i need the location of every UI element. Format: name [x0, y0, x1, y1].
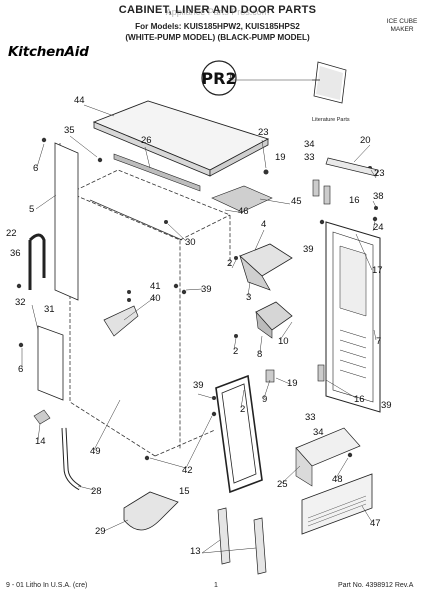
callout-c42: 42 — [182, 465, 193, 476]
callout-c34a: 34 — [304, 139, 315, 150]
callout-c48: 48 — [332, 474, 343, 485]
callout-c39c: 39 — [303, 244, 314, 255]
callout-c46: 46 — [238, 206, 249, 217]
callout-c22: 22 — [6, 228, 17, 239]
variant-line: (WHITE-PUMP MODEL) (BLACK-PUMP MODEL) — [125, 33, 310, 42]
literature-label: Literature Parts — [312, 117, 350, 123]
callout-c33b: 33 — [305, 412, 316, 423]
callout-c44: 44 — [74, 95, 85, 106]
callout-c14: 14 — [35, 436, 46, 447]
callout-c38: 38 — [373, 191, 384, 202]
callout-c4: 4 — [261, 219, 266, 230]
cabinet-top-lid — [92, 100, 270, 177]
cabinet-liner — [59, 143, 231, 457]
callout-c26: 26 — [141, 135, 152, 146]
callout-c16a: 16 — [349, 195, 360, 206]
callout-c30: 30 — [185, 237, 196, 248]
models-line: For Models: KUIS185HPW2, KUIS185HPS2 — [135, 22, 300, 31]
callout-c16b: 16 — [354, 394, 365, 405]
callout-c3: 3 — [246, 292, 251, 303]
badge-text: PR2 — [201, 69, 236, 88]
product-type: ICE CUBE MAKER — [372, 18, 432, 34]
product-type-line1: ICE CUBE — [386, 18, 418, 25]
callout-c13: 13 — [190, 546, 201, 557]
pr2-badge: PR2 — [201, 60, 237, 96]
callout-c23b: 23 — [374, 168, 385, 179]
callout-c23a: 23 — [258, 127, 269, 138]
callout-c31: 31 — [44, 304, 55, 315]
footer-page-number: 1 — [214, 582, 218, 589]
callout-c25: 25 — [277, 479, 288, 490]
gasket-frame — [215, 374, 263, 494]
watermark: Appliance Parts Pros.com — [165, 7, 270, 17]
footer-litho: 9 - 01 Litho In U.S.A. (cre) — [6, 582, 88, 589]
callout-c49: 49 — [90, 446, 101, 457]
callout-c24: 24 — [373, 222, 384, 233]
callout-c35: 35 — [64, 125, 75, 136]
callout-c2a: 2 — [227, 258, 232, 269]
callout-c47: 47 — [370, 518, 381, 529]
callout-c19b: 19 — [287, 378, 298, 389]
callout-c28: 28 — [91, 486, 102, 497]
callout-c45: 45 — [291, 196, 302, 207]
footer-part-number: Part No. 4398912 Rev.A — [338, 582, 414, 589]
callout-c5: 5 — [29, 204, 34, 215]
callout-c34b: 34 — [313, 427, 324, 438]
callout-c2c: 2 — [240, 404, 245, 415]
kitchenaid-logo: KitchenAid — [8, 44, 89, 60]
callout-c1: 1 — [228, 71, 233, 82]
callout-c6b: 6 — [18, 364, 23, 375]
door-assembly — [325, 221, 381, 413]
callout-c9: 9 — [262, 394, 267, 405]
callout-c41: 41 — [150, 281, 161, 292]
callout-c2b: 2 — [233, 346, 238, 357]
callout-c6a: 6 — [33, 163, 38, 174]
callout-c40: 40 — [150, 293, 161, 304]
literature-booklet: Literature Parts — [312, 61, 350, 123]
callout-c19a: 19 — [275, 152, 286, 163]
callout-c8: 8 — [257, 349, 262, 360]
callout-c36: 36 — [10, 248, 21, 259]
callout-c10: 10 — [278, 336, 289, 347]
callout-c39a: 39 — [201, 284, 212, 295]
page-title: CABINET, LINER AND DOOR PARTS — [118, 4, 317, 16]
callout-c39b: 39 — [193, 380, 204, 391]
callout-c7: 7 — [376, 336, 381, 347]
callout-c29: 29 — [95, 526, 106, 537]
product-type-line2: MAKER — [390, 26, 414, 33]
callout-c39d: 39 — [381, 400, 392, 411]
callout-c33a: 33 — [304, 152, 315, 163]
callout-c20: 20 — [360, 135, 371, 146]
callout-c15: 15 — [179, 486, 190, 497]
callout-c32: 32 — [15, 297, 26, 308]
callout-c17: 17 — [372, 265, 383, 276]
